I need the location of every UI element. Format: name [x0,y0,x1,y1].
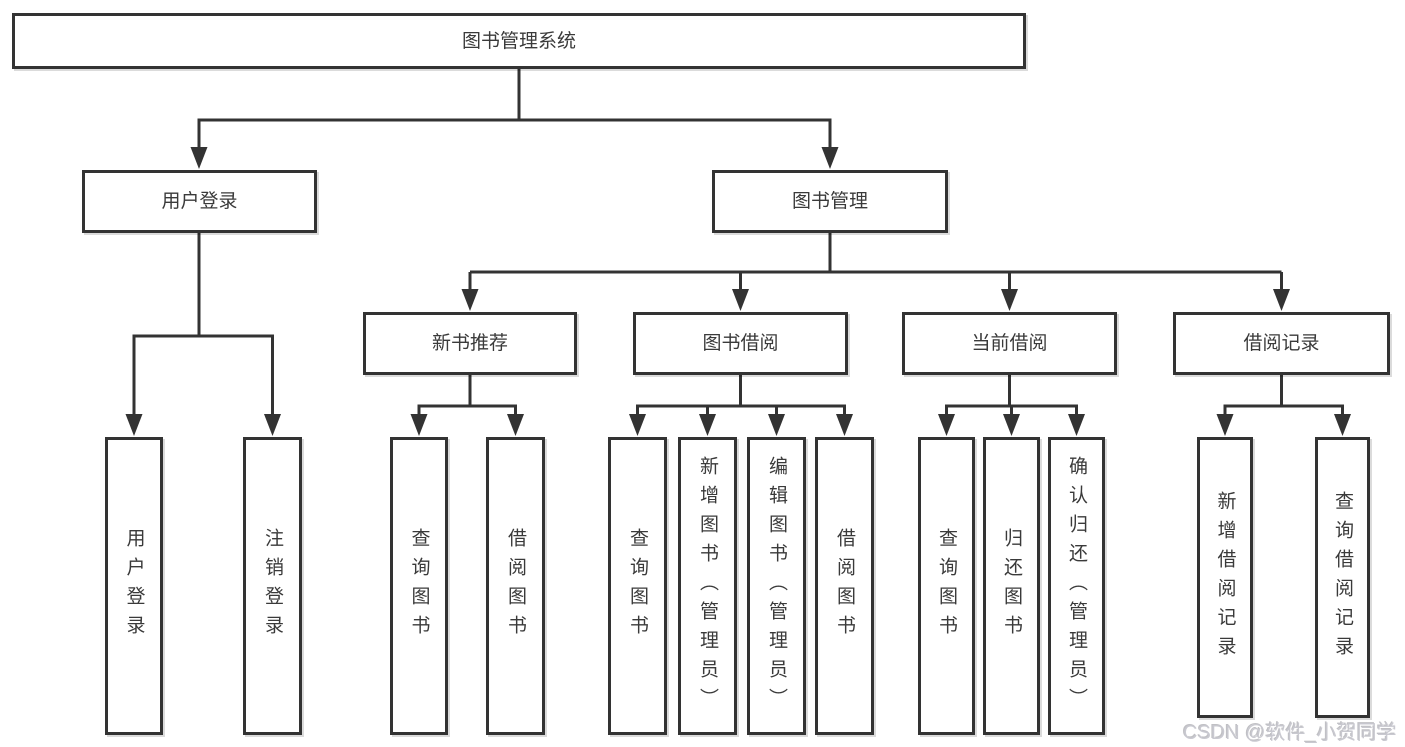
leaf-add-books-admin: 新增图书（管理员） [678,437,737,735]
leaf-confirm-return-admin-label: 确认归还（管理员） [1066,455,1087,717]
leaf-borrow-books-recommend: 借阅图书 [486,437,545,735]
leaf-add-borrow-record: 新增借阅记录 [1197,437,1253,718]
leaf-add-borrow-record-label: 新增借阅记录 [1214,490,1236,665]
leaf-query-books-recommend-label: 查询图书 [408,528,430,644]
node-library-system: 图书管理系统 [12,13,1026,69]
leaf-query-books-current: 查询图书 [918,437,975,735]
leaf-edit-books-admin: 编辑图书（管理员） [747,437,806,735]
node-book-borrow: 图书借阅 [633,312,848,375]
node-borrow-record: 借阅记录 [1173,312,1390,375]
node-borrow-record-label: 借阅记录 [1243,333,1320,354]
node-library-system-label: 图书管理系统 [461,30,576,52]
leaf-confirm-return-admin: 确认归还（管理员） [1048,437,1105,735]
leaf-return-books: 归还图书 [983,437,1040,735]
node-book-management-label: 图书管理 [791,191,868,212]
leaf-query-borrow-record: 查询借阅记录 [1315,437,1370,718]
leaf-user-login-label: 用户登录 [123,528,145,644]
leaf-return-books-label: 归还图书 [1001,528,1022,644]
node-current-borrow: 当前借阅 [902,312,1117,375]
leaf-add-books-admin-label: 新增图书（管理员） [697,455,718,717]
leaf-query-books-borrow-label: 查询图书 [627,528,648,644]
node-book-borrow-label: 图书借阅 [702,333,779,354]
connector-lines [132,69,1344,408]
node-user-login-label: 用户登录 [161,191,238,212]
leaf-logout: 注销登录 [243,437,302,735]
leaf-user-login: 用户登录 [105,437,163,735]
leaf-query-books-recommend: 查询图书 [390,437,448,735]
csdn-watermark: CSDN @软件_小贺同学 [1183,722,1397,744]
leaf-query-borrow-record-label: 查询借阅记录 [1332,490,1353,665]
leaf-borrow-books: 借阅图书 [815,437,874,735]
node-current-borrow-label: 当前借阅 [971,333,1048,354]
leaf-logout-label: 注销登录 [262,528,283,644]
leaf-borrow-books-recommend-label: 借阅图书 [505,528,526,644]
leaf-edit-books-admin-label: 编辑图书（管理员） [766,455,787,717]
node-new-book-recommend-label: 新书推荐 [431,333,508,354]
leaf-query-books-borrow: 查询图书 [608,437,667,735]
leaf-borrow-books-label: 借阅图书 [834,528,855,644]
node-new-book-recommend: 新书推荐 [363,312,577,375]
node-book-management: 图书管理 [712,170,948,233]
leaf-query-books-current-label: 查询图书 [936,528,957,644]
node-user-login: 用户登录 [82,170,317,233]
